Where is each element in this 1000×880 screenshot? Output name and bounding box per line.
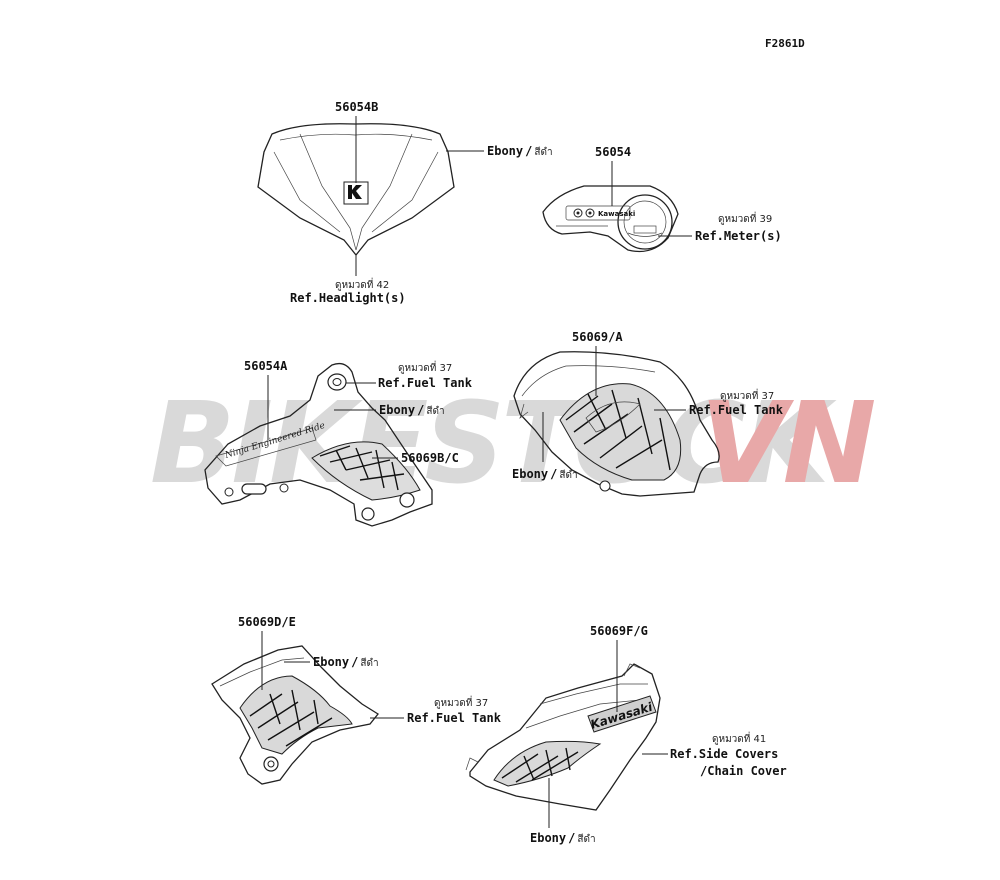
ebony-label-shroud-right: Ebony/สีดำ [512,467,578,481]
label-56069FG: 56069F/G [590,624,648,638]
ref-meter: Ref.Meter(s) [695,229,782,243]
ebony-thai: สีดำ [577,833,595,845]
radiator-shroud-part [211,645,379,785]
label-56054A: 56054A [244,359,288,373]
ebony-text: Ebony [379,403,415,417]
tank-shroud-right-part [513,351,720,497]
ebony-thai: สีดำ [426,405,444,417]
ref-fuel-tank-2: Ref.Fuel Tank [689,403,784,417]
ebony-label-radiator: Ebony/สีดำ [313,655,379,669]
page-ref-fuel-tank-1: ดูหมวดที่ 37 [398,360,452,374]
ref-side-covers: Ref.Side Covers [670,747,778,761]
label-56054: 56054 [595,145,631,159]
side-cover-part: Kawasaki [465,663,661,811]
label-56054B: 56054B [335,100,378,114]
windscreen-part [257,123,455,257]
ref-fuel-tank-1: Ref.Fuel Tank [378,376,473,390]
ebony-separator: / [550,467,557,481]
label-56069A: 56069/A [572,330,623,344]
ebony-text: Ebony [530,831,566,845]
ebony-label-shroud-left: Ebony/สีดำ [379,403,445,417]
ebony-text: Ebony [512,467,548,481]
ebony-label-windscreen: Ebony/สีดำ [487,144,553,158]
label-56069DE: 56069D/E [238,615,296,629]
ebony-text: Ebony [487,144,523,158]
ebony-thai: สีดำ [360,657,378,669]
ebony-label-side-cover: Ebony/สีดำ [530,831,596,845]
ebony-thai: สีดำ [559,469,577,481]
ref-fuel-tank-3: Ref.Fuel Tank [407,711,502,725]
meter-brand-text: Kawasaki [598,210,635,218]
ebony-separator: / [351,655,358,669]
ebony-separator: / [568,831,575,845]
watermark-accent: VN [700,379,875,509]
ebony-thai: สีดำ [534,146,552,158]
page-ref-side-covers: ดูหมวดที่ 41 [712,731,766,745]
meter-part: Kawasaki [542,185,679,253]
figure-code: F2861D [765,37,805,50]
label-56069BC: 56069B/C [401,451,459,465]
page-ref-headlight: ดูหมวดที่ 42 [335,277,389,291]
page-ref-fuel-tank-3: ดูหมวดที่ 37 [434,695,488,709]
ebony-separator: / [525,144,532,158]
ref-chain-cover: /Chain Cover [700,764,787,778]
ebony-text: Ebony [313,655,349,669]
page-ref-meter: ดูหมวดที่ 39 [718,211,772,225]
page-ref-fuel-tank-2: ดูหมวดที่ 37 [720,388,774,402]
ebony-separator: / [417,403,424,417]
ref-headlight: Ref.Headlight(s) [290,291,406,305]
